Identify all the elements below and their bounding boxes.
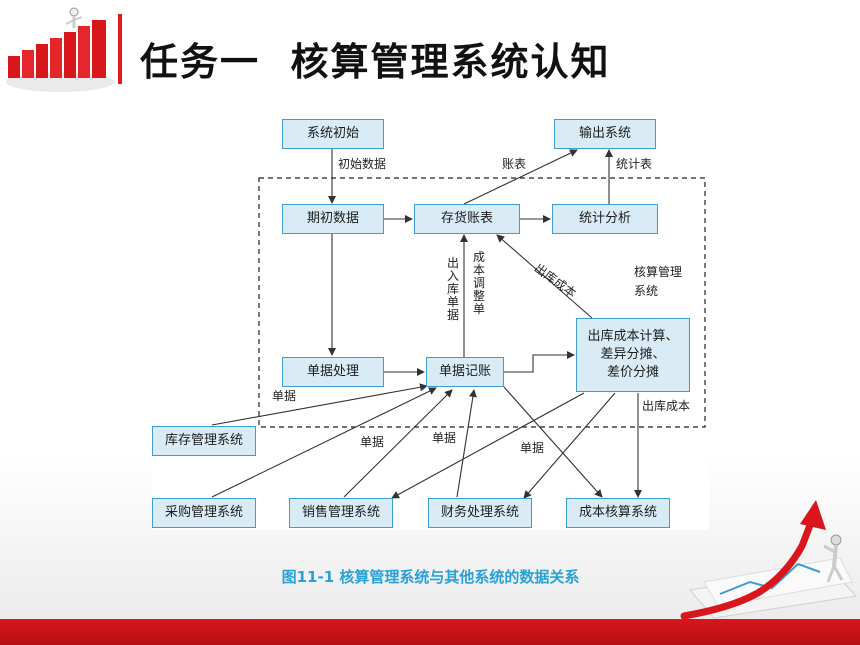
bar-chart-logo-icon xyxy=(6,7,114,92)
node-purchase-management-system: 采购管理系统 xyxy=(152,498,256,528)
rising-arrow-decoration-icon xyxy=(680,500,858,620)
arrow-costcalc-to-sales xyxy=(391,392,585,499)
node-output-system: 输出系统 xyxy=(554,119,656,149)
arrow-inventory-to-posting xyxy=(211,383,428,426)
label-in-out-documents: 出入库单据 xyxy=(446,256,459,322)
arrow-posting-to-costsys xyxy=(503,386,603,498)
label-ledger-report: 账表 xyxy=(502,157,527,171)
page-title: 任务一 核算管理系统认知 xyxy=(140,40,611,84)
subsystem-dashed-boundary xyxy=(258,177,706,428)
label-initial-data: 初始数据 xyxy=(338,157,387,171)
label-document-4: 单据 xyxy=(520,441,545,455)
arrow-costcalc-to-finance xyxy=(523,392,616,499)
arrow-costcalc-to-ledger xyxy=(496,234,593,319)
arrow-posting-to-costcalc xyxy=(504,351,575,373)
node-document-processing: 单据处理 xyxy=(282,357,384,387)
label-statistics-report: 统计表 xyxy=(616,157,653,171)
label-outbound-cost: 出库成本 xyxy=(642,399,691,413)
figure-caption: 图11-1 核算管理系统与其他系统的数据关系 xyxy=(281,568,580,586)
bottom-accent-bar xyxy=(0,619,860,645)
node-inventory-ledger: 存货账表 xyxy=(414,204,520,234)
node-inventory-management-system: 库存管理系统 xyxy=(152,426,256,456)
node-statistical-analysis: 统计分析 xyxy=(552,204,658,234)
node-cost-accounting-system: 成本核算系统 xyxy=(566,498,670,528)
node-sales-management-system: 销售管理系统 xyxy=(289,498,393,528)
data-relationship-diagram: 系统初始 输出系统 期初数据 存货账表 统计分析 单据处理 单据记账 出库成本计… xyxy=(152,115,709,530)
label-cost-adjustment-doc: 成本调整单 xyxy=(472,250,485,316)
label-document-3: 单据 xyxy=(432,431,457,445)
node-document-posting: 单据记账 xyxy=(426,357,504,387)
diagram-connectors xyxy=(211,149,706,499)
node-opening-data: 期初数据 xyxy=(282,204,384,234)
arrow-finance-to-posting xyxy=(456,389,477,498)
arrow-ledger-to-output xyxy=(463,149,578,205)
node-system-init: 系统初始 xyxy=(282,119,384,149)
header-divider xyxy=(118,14,122,84)
label-document-2: 单据 xyxy=(360,435,385,449)
node-outbound-cost-calculation: 出库成本计算、 差异分摊、 差价分摊 xyxy=(576,318,690,392)
arrow-sales-to-posting xyxy=(343,389,453,498)
label-accounting-subsystem: 核算管理 系统 xyxy=(634,265,683,298)
label-document-1: 单据 xyxy=(272,389,297,403)
node-finance-processing-system: 财务处理系统 xyxy=(428,498,532,528)
arrow-purchase-to-posting xyxy=(211,387,437,498)
